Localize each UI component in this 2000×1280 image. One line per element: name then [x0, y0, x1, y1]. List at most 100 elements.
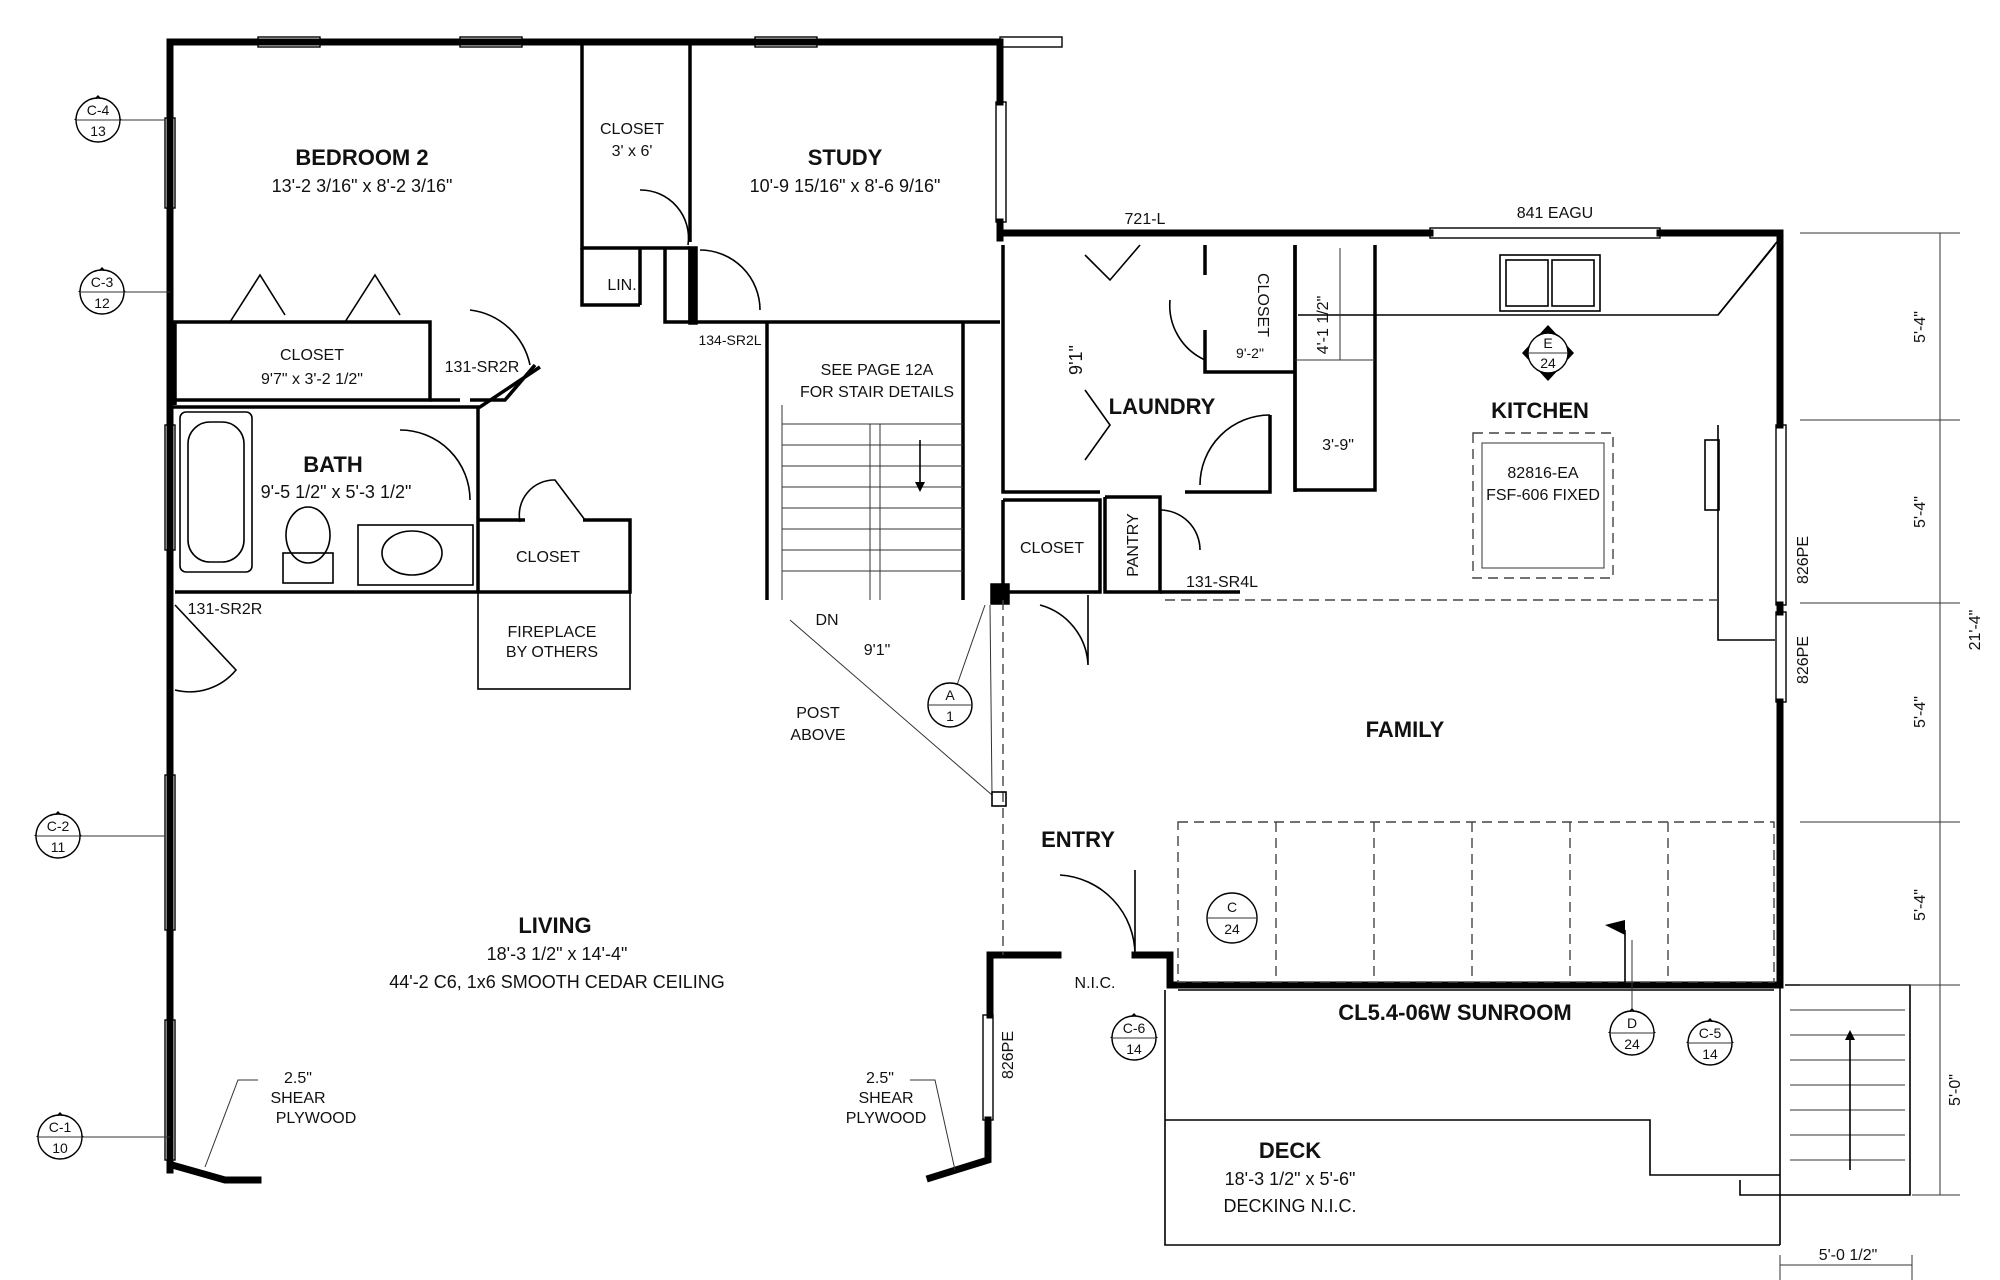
section-tag-c24-top: C	[1227, 899, 1237, 915]
laundry-name: LAUNDRY	[1109, 394, 1216, 419]
label-shear2-a: 2.5"	[866, 1070, 894, 1087]
section-tag-e24-top: E	[1543, 335, 1552, 351]
closet-entry-name: CLOSET	[1020, 540, 1084, 557]
bath-dim: 9'-5 1/2" x 5'-3 1/2"	[261, 482, 412, 502]
section-tag-c6-top: C-6	[1123, 1020, 1146, 1036]
label-dim-c: 5'-4"	[1912, 696, 1929, 728]
family-name: FAMILY	[1366, 717, 1445, 742]
label-shear1-c: PLYWOOD	[276, 1110, 357, 1127]
section-tag-a1-top: A	[945, 687, 955, 703]
section-tag-c5: C-5 14	[1686, 1018, 1734, 1066]
pantry-name: PANTRY	[1125, 513, 1142, 577]
section-tag-c3-bottom: 12	[94, 295, 110, 311]
label-pe-right2: 826PE	[1795, 636, 1812, 684]
label-dim-39: 3'-9"	[1322, 437, 1354, 454]
section-tag-e24: E 24	[1522, 325, 1574, 381]
label-sr2r-b: 131-SR2R	[188, 601, 263, 618]
annotation-labels: 721-L 841 EAGU 131-SR2R 131-SR2R 134-SR2…	[188, 205, 1984, 1264]
label-stair-dim: 9'1"	[864, 642, 891, 659]
label-shear2-b: SHEAR	[858, 1090, 913, 1107]
section-tag-c1-bottom: 10	[52, 1140, 68, 1156]
section-tags: C-4 13 C-3 12 C-2 11 C-1 10	[34, 95, 1734, 1160]
closet-laundry-dim: 9'-2"	[1236, 345, 1264, 361]
section-tag-c1-top: C-1	[49, 1119, 72, 1135]
label-shear1-b: SHEAR	[270, 1090, 325, 1107]
label-eagu: 841 EAGU	[1517, 205, 1593, 222]
deck-name: DECK	[1259, 1138, 1321, 1163]
label-dim-total: 21'-4"	[1967, 610, 1984, 651]
label-dim-f: 5'-0 1/2"	[1819, 1247, 1878, 1264]
section-tag-c4: C-4 13	[74, 95, 165, 143]
closet-top-dim: 3' x 6'	[612, 143, 653, 160]
section-tag-a1-bottom: 1	[946, 708, 954, 724]
kitchen-name: KITCHEN	[1491, 398, 1589, 423]
living-dim: 18'-3 1/2" x 14'-4"	[487, 944, 628, 964]
section-tag-d24: D 24	[1608, 940, 1656, 1056]
study-name: STUDY	[808, 145, 883, 170]
closet-top-name: CLOSET	[600, 121, 664, 138]
section-tag-c2-top: C-2	[47, 818, 70, 834]
label-sr2r-a: 131-SR2R	[445, 359, 520, 376]
section-tag-d24-top: D	[1627, 1015, 1637, 1031]
closet-bath-name: CLOSET	[516, 549, 580, 566]
entry-name: ENTRY	[1041, 827, 1115, 852]
laundry-dim: 9'1"	[1066, 345, 1086, 375]
section-tag-c5-bottom: 14	[1702, 1046, 1718, 1062]
section-tag-c3: C-3 12	[78, 267, 170, 315]
section-tag-c24: C 24	[1206, 892, 1258, 944]
section-tag-e24-bottom: 24	[1540, 355, 1556, 371]
label-dim-b: 5'-4"	[1912, 496, 1929, 528]
section-tag-c2: C-2 11	[34, 811, 165, 859]
closet-laundry-name: CLOSET	[1254, 273, 1271, 337]
island-line2: FSF-606 FIXED	[1486, 487, 1600, 504]
label-dn: DN	[815, 612, 838, 629]
closet-bed-name: CLOSET	[280, 347, 344, 364]
label-post2: ABOVE	[790, 727, 845, 744]
interior-walls	[168, 42, 1377, 690]
label-dim-e: 5'-0"	[1947, 1074, 1964, 1106]
section-tag-c3-top: C-3	[91, 274, 114, 290]
label-pe-entry: 826PE	[1000, 1031, 1017, 1079]
room-labels: BEDROOM 2 13'-2 3/16" x 8'-2 3/16" STUDY…	[261, 121, 1600, 1216]
label-post1: POST	[796, 705, 840, 722]
section-tag-c6-bottom: 14	[1126, 1041, 1142, 1057]
fireplace-line2: BY OTHERS	[506, 644, 598, 661]
island-line1: 82816-EA	[1507, 465, 1578, 482]
bedroom2-dim: 13'-2 3/16" x 8'-2 3/16"	[272, 176, 453, 196]
deck-dim: 18'-3 1/2" x 5'-6"	[1225, 1169, 1356, 1189]
label-nic: N.I.C.	[1075, 975, 1116, 992]
living-note: 44'-2 C6, 1x6 SMOOTH CEDAR CEILING	[389, 972, 725, 992]
section-tag-d24-bottom: 24	[1624, 1036, 1640, 1052]
label-shear1-a: 2.5"	[284, 1070, 312, 1087]
deck-note: DECKING N.I.C.	[1223, 1196, 1356, 1216]
label-721: 721-L	[1125, 211, 1166, 228]
living-name: LIVING	[518, 913, 591, 938]
label-shear2-c: PLYWOOD	[846, 1110, 927, 1127]
fixtures	[174, 189, 1960, 1280]
label-pe-right1: 826PE	[1795, 536, 1812, 584]
bath-name: BATH	[303, 452, 362, 477]
label-sr4l: 131-SR4L	[1186, 574, 1258, 591]
label-dim-41: 4'-1 1/2"	[1315, 296, 1332, 355]
closet-bed-dim: 9'7" x 3'-2 1/2"	[261, 371, 363, 388]
section-tag-a1: A 1	[927, 604, 986, 728]
study-dim: 10'-9 15/16" x 8'-6 9/16"	[750, 176, 941, 196]
sunroom-name: CL5.4-06W SUNROOM	[1338, 1000, 1571, 1025]
section-tag-c24-bottom: 24	[1224, 921, 1240, 937]
walls	[166, 38, 1784, 1184]
section-tag-c4-top: C-4	[87, 102, 110, 118]
label-dim-d: 5'-4"	[1912, 889, 1929, 921]
bedroom2-name: BEDROOM 2	[295, 145, 428, 170]
section-tag-c5-top: C-5	[1699, 1025, 1722, 1041]
label-sr2l: 134-SR2L	[698, 332, 761, 348]
fireplace-line1: FIREPLACE	[508, 624, 597, 641]
stair-note-line2: FOR STAIR DETAILS	[800, 384, 954, 401]
stair-note-line1: SEE PAGE 12A	[821, 362, 934, 379]
section-tag-c4-bottom: 13	[90, 123, 106, 139]
linen-label: LIN.	[607, 277, 636, 294]
section-tag-c2-bottom: 11	[51, 839, 66, 855]
section-tag-c6: C-6 14	[1110, 1013, 1158, 1061]
section-tag-c1: C-1 10	[36, 1112, 170, 1160]
label-dim-a: 5'-4"	[1912, 311, 1929, 343]
